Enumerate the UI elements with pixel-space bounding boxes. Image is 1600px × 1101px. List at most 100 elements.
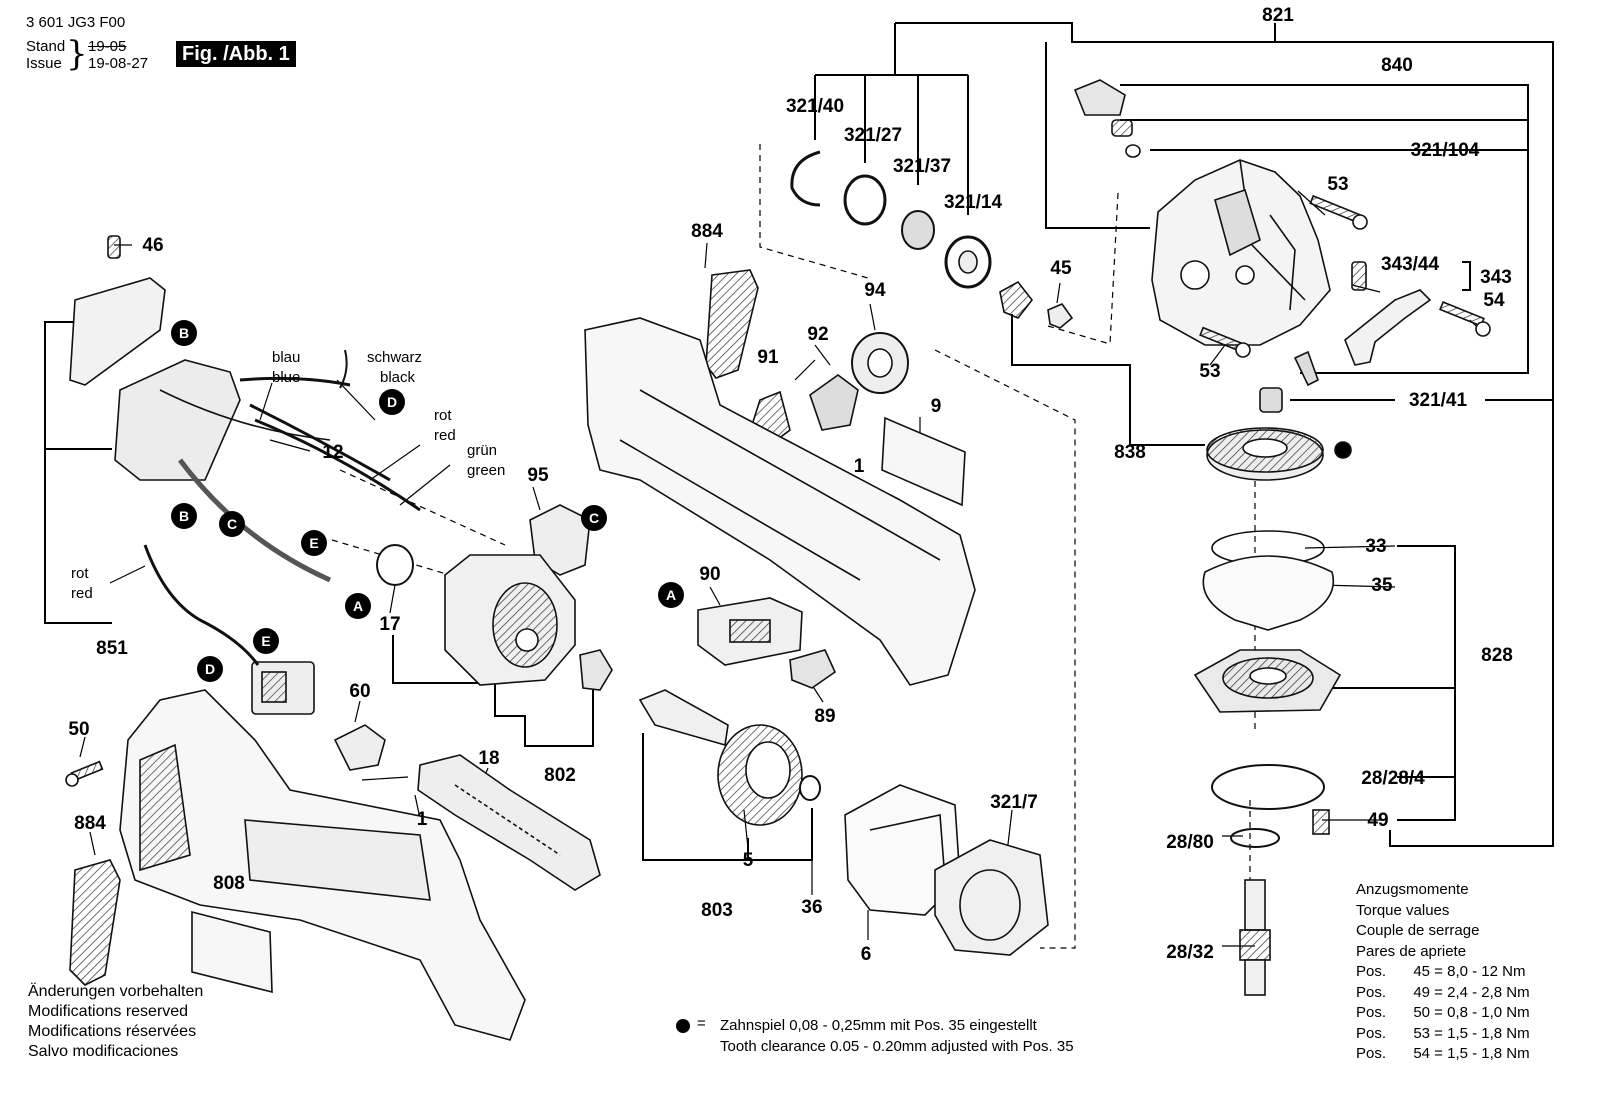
part-label-840: 840 [1381,55,1413,76]
o-ring-321-104 [1125,144,1141,158]
figure-badge: Fig. /Abb. 1 [176,41,296,67]
handle-grip-18 [417,754,601,891]
part-label-28-32: 28/32 [1166,942,1214,963]
stand-label: Stand [26,38,66,55]
screw-49 [1312,809,1330,835]
key-c-left: C [219,511,245,537]
part-label-54: 54 [1483,290,1505,311]
torque-row: Pos.53 = 1,5 - 1,8 Nm [1356,1024,1530,1045]
diagram-shape [794,359,816,381]
diagram-shape [1269,214,1296,311]
diagram-shape [249,403,391,482]
part-label-803: 803 [701,900,733,921]
parts-drawings [65,79,1491,1041]
nut-45 [1047,303,1074,329]
part-label-18: 18 [478,748,499,769]
part-label-35: 35 [1371,575,1393,596]
diagram-shape [1244,879,1266,931]
motor [444,554,576,686]
bevel-gear [1206,427,1324,481]
needle-sleeve [1259,387,1283,413]
connection-keys: B D B C E A C A E D [171,320,684,682]
diagram-shape [1109,192,1119,345]
torque-heading: Couple de serrage [1356,922,1480,939]
key-b-top: B [171,320,197,346]
diagram-shape: D [387,394,397,410]
diagram-shape [729,619,771,643]
diagram-shape [379,389,405,415]
part-label-17: 17 [379,614,400,635]
pinion [999,280,1034,319]
diagram-shape [811,684,824,703]
diagram-shape [109,565,146,584]
diagram-shape [515,628,539,652]
backlash-dot [1334,441,1352,459]
torque-pos-label: Pos. [1356,1024,1387,1042]
part-label-91: 91 [757,347,779,368]
diagram-shape [139,743,191,872]
wire-label-schwarz: schwarz [367,349,422,366]
diagram-shape: D [205,661,215,677]
part-label-36: 36 [801,897,822,918]
part-label-49: 49 [1367,810,1388,831]
diagram-shape [1397,545,1456,821]
torque-value: = 0,8 - 1,0 Nm [1434,1004,1530,1021]
part-label-50: 50 [68,719,89,740]
diagram-shape [339,349,348,389]
diagram-shape: C [589,510,599,526]
issue-date: 19-08-27 [88,55,149,72]
part-label-343: 343 [1480,267,1512,288]
torque-value: = 1,5 - 1,8 Nm [1434,1024,1530,1042]
torque-pos: 54 [1413,1045,1430,1062]
torque-heading: Anzugsmomente [1356,881,1469,898]
footnote-text: Zahnspiel 0,08 - 0,25mm mit Pos. 35 eing… [720,1015,1074,1057]
part-label-45: 45 [1050,258,1072,279]
part-label-321-37: 321/37 [893,156,951,177]
diagram-shape [178,458,332,583]
lock-button [1073,79,1126,116]
label-plate-808 [191,910,273,994]
part-label-95: 95 [527,465,549,486]
diagram-shape [704,242,708,269]
diagram-shape [1244,959,1266,996]
part-label-89: 89 [814,706,835,727]
diagram-shape [745,741,791,799]
footnote-line-de: Zahnspiel 0,08 - 0,25mm mit Pos. 35 eing… [720,1017,1037,1034]
wiring-carrier [114,359,241,481]
part-label-53-bottom: 53 [1199,361,1220,382]
screw-53-top [1309,194,1368,230]
diagram-shape: E [261,633,270,649]
diagram-shape [259,382,273,421]
vent-cover-top [705,269,759,379]
diagram-shape [1239,929,1271,961]
part-label-46: 46 [142,235,163,256]
diagram-shape [239,376,351,387]
wire-label-green: green [467,462,505,479]
part-label-53-top: 53 [1327,174,1348,195]
wire-labels: blau blue schwarz black rot red grün gre… [71,349,505,602]
diagram-shape [958,250,978,274]
footnote-bullet [676,1019,690,1033]
wire-label-blue: blue [272,369,300,386]
part-label-802: 802 [544,765,576,786]
part-89 [789,649,837,689]
switch-60 [333,724,386,771]
issue-label: Issue [26,55,62,72]
diagram-shape [159,389,331,441]
part-label-884-bottom: 884 [74,813,106,834]
fan-92 [809,374,859,431]
wire-label-rot-top: rot [434,407,452,424]
spring-840 [1111,119,1133,137]
bush-802 [579,649,613,691]
diagram-shape [89,831,96,856]
part-label-321-41: 321/41 [1409,390,1468,411]
diagram-shape [336,379,376,421]
key-e-bottom: E [253,628,279,654]
diagram-shape [869,814,946,881]
key-a-left: A [345,593,371,619]
torque-row: Pos.54 = 1,5 - 1,8 Nm [1356,1044,1530,1065]
diagram-shape [895,22,1554,847]
diagram-shape [1352,214,1368,230]
part-label-12: 12 [322,442,343,463]
